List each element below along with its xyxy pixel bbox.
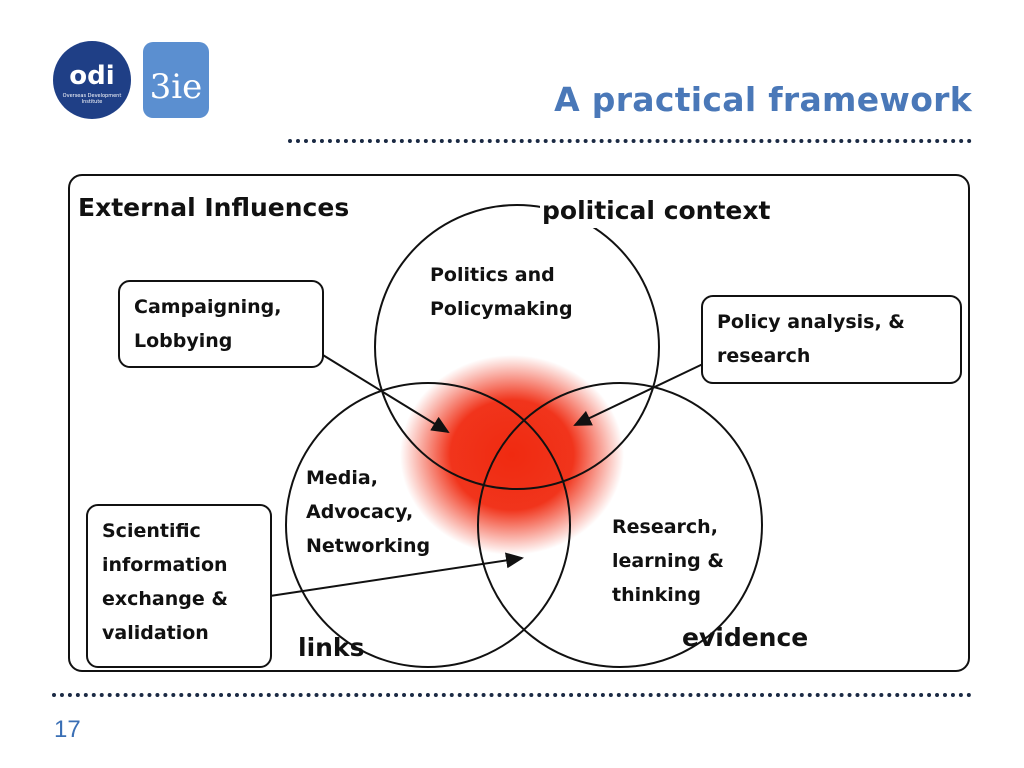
page-number: 17 xyxy=(54,716,81,743)
red-hotspot xyxy=(400,355,624,555)
evidence-label: evidence xyxy=(682,623,809,652)
circle-evidence xyxy=(477,382,763,668)
circle-links xyxy=(285,382,571,668)
policy-analysis-research-box: Policy analysis, & research xyxy=(701,295,962,384)
scientific-information-box: Scientific information exchange & valida… xyxy=(86,504,272,668)
external-influences-label: External Influences xyxy=(78,193,350,222)
odi-logo-subtext-1: Overseas Development xyxy=(63,93,122,99)
arrow-scientific xyxy=(269,552,524,597)
external-influences-frame xyxy=(68,174,970,672)
odi-logo-text: odi xyxy=(69,61,114,91)
3ie-logo-text: 3ie xyxy=(150,67,203,107)
political-context-label: political context xyxy=(540,195,773,228)
media-advocacy-networking-label: Media, Advocacy, Networking xyxy=(306,467,431,557)
odi-logo: odi Overseas Development Institute xyxy=(53,41,131,119)
arrow-campaigning xyxy=(317,351,450,434)
top-divider xyxy=(288,139,972,143)
arrow-policy-analysis xyxy=(573,362,706,426)
odi-logo-subtext-2: Institute xyxy=(82,99,103,105)
bottom-divider xyxy=(52,693,972,697)
3ie-logo: 3ie xyxy=(143,42,209,118)
circle-political-context xyxy=(374,204,660,490)
page-title: A practical framework xyxy=(554,80,972,119)
links-label: links xyxy=(298,633,365,662)
politics-policymaking-label: Politics and Policymaking xyxy=(430,264,573,320)
research-learning-thinking-label: Research, learning & thinking xyxy=(612,516,724,606)
campaigning-lobbying-box: Campaigning, Lobbying xyxy=(118,280,324,368)
